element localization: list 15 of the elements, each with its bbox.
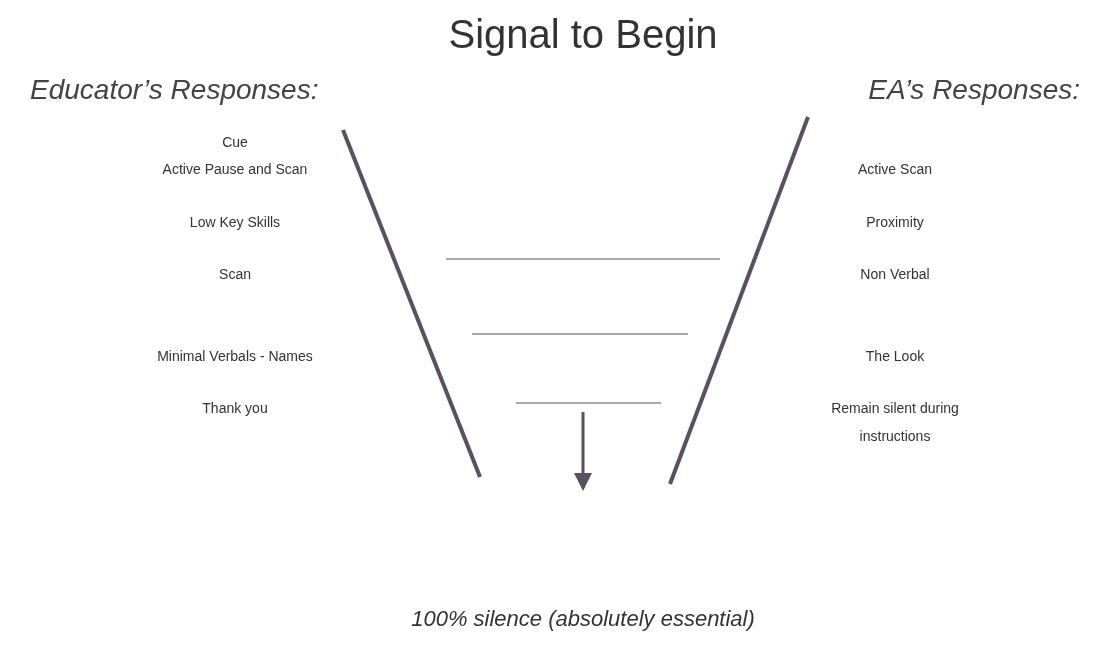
column-heading: EA’s Responses:	[868, 74, 1080, 106]
response-text: Proximity	[866, 213, 924, 232]
response-text: Thank you	[202, 399, 268, 418]
response-text: Scan	[219, 265, 251, 284]
response-text: The Look	[865, 347, 925, 366]
response-text: Low Key Skills	[189, 213, 281, 232]
response-text: Remain silent during instructions	[830, 399, 960, 446]
response-text: Minimal Verbals - Names	[157, 347, 313, 366]
response-text: Active Scan	[858, 160, 932, 179]
response-text: Cue	[222, 133, 248, 152]
response-text: Active Pause and Scan	[162, 160, 308, 179]
column-heading: Educator’s Responses:	[30, 74, 319, 106]
caption: 100% silence (absolutely essential)	[411, 606, 755, 632]
response-text: Non Verbal	[860, 265, 930, 284]
title: Signal to Begin	[448, 12, 718, 57]
